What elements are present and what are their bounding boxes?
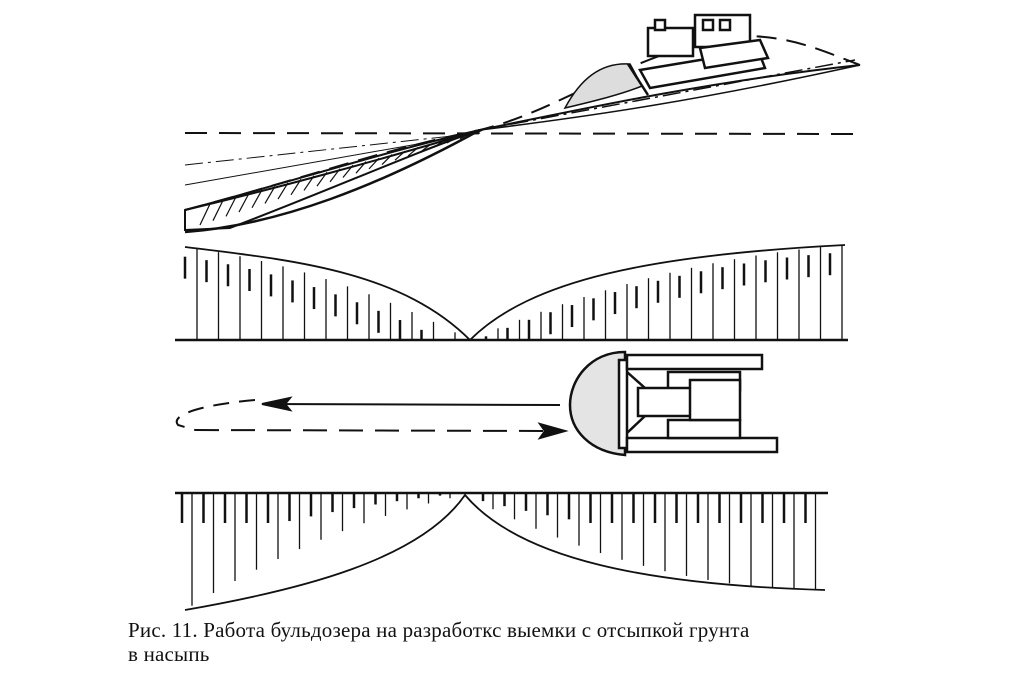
return-curve-dashed	[177, 400, 255, 430]
forward-path-line	[262, 404, 560, 405]
profile-view	[185, 15, 860, 232]
bulldozer-plan-icon	[570, 352, 777, 455]
soil-pile	[565, 64, 642, 108]
design-level-dashed-line	[185, 133, 860, 134]
hatch-stroke	[239, 193, 249, 212]
hatch-stroke	[200, 204, 210, 225]
hatch-stroke	[278, 183, 288, 199]
hatch-stroke	[213, 200, 223, 220]
bulldozer-side-icon	[628, 15, 768, 95]
hatch-stroke	[395, 151, 405, 160]
hatch-stroke	[291, 179, 301, 195]
upper-strip-curve	[185, 245, 845, 340]
hatch-stroke	[265, 186, 275, 203]
embankment-fill-layer	[185, 130, 480, 230]
hatch-stroke	[343, 165, 353, 177]
caption-line-2: в насыпь	[128, 642, 210, 666]
figure-caption: Рис. 11. Работа бульдозера на разработкс…	[128, 618, 928, 666]
caption-line-1: Рис. 11. Работа бульдозера на разработкс…	[128, 618, 750, 642]
hatch-stroke	[434, 140, 444, 147]
ground-base-line	[185, 130, 480, 232]
cut-surface-line	[480, 65, 860, 130]
hatch-stroke	[304, 176, 314, 191]
hatch-stroke	[317, 172, 327, 186]
movement-paths	[177, 398, 565, 438]
lower-strip-curve	[185, 495, 825, 610]
forward-arrowhead-icon	[262, 398, 290, 410]
plan-strip-upper	[175, 245, 848, 340]
hatch-stroke	[356, 162, 366, 174]
blade	[619, 360, 627, 448]
hatch-stroke	[382, 155, 392, 165]
hatch-stroke	[226, 197, 236, 216]
hatch-stroke	[369, 158, 379, 169]
hatch-stroke	[330, 169, 340, 182]
return-arrowhead-icon	[540, 424, 565, 438]
thin-line-left-1	[185, 133, 480, 185]
hatch-stroke	[460, 133, 470, 138]
thin-line-left-2	[185, 133, 480, 165]
plan-strip-lower	[175, 493, 828, 610]
hatch-stroke	[408, 148, 418, 156]
return-path-dashed-line	[195, 430, 548, 431]
soil-prism	[570, 352, 625, 455]
hatch-stroke	[252, 190, 262, 208]
existing-ground-dashed-line	[185, 36, 860, 210]
upper-strip-hatch-lines	[185, 245, 842, 340]
hatch-stroke	[421, 144, 431, 152]
dash-dot-line-1	[480, 60, 855, 130]
lower-strip-hatch-lines	[182, 493, 816, 606]
hatch-stroke	[447, 137, 457, 143]
